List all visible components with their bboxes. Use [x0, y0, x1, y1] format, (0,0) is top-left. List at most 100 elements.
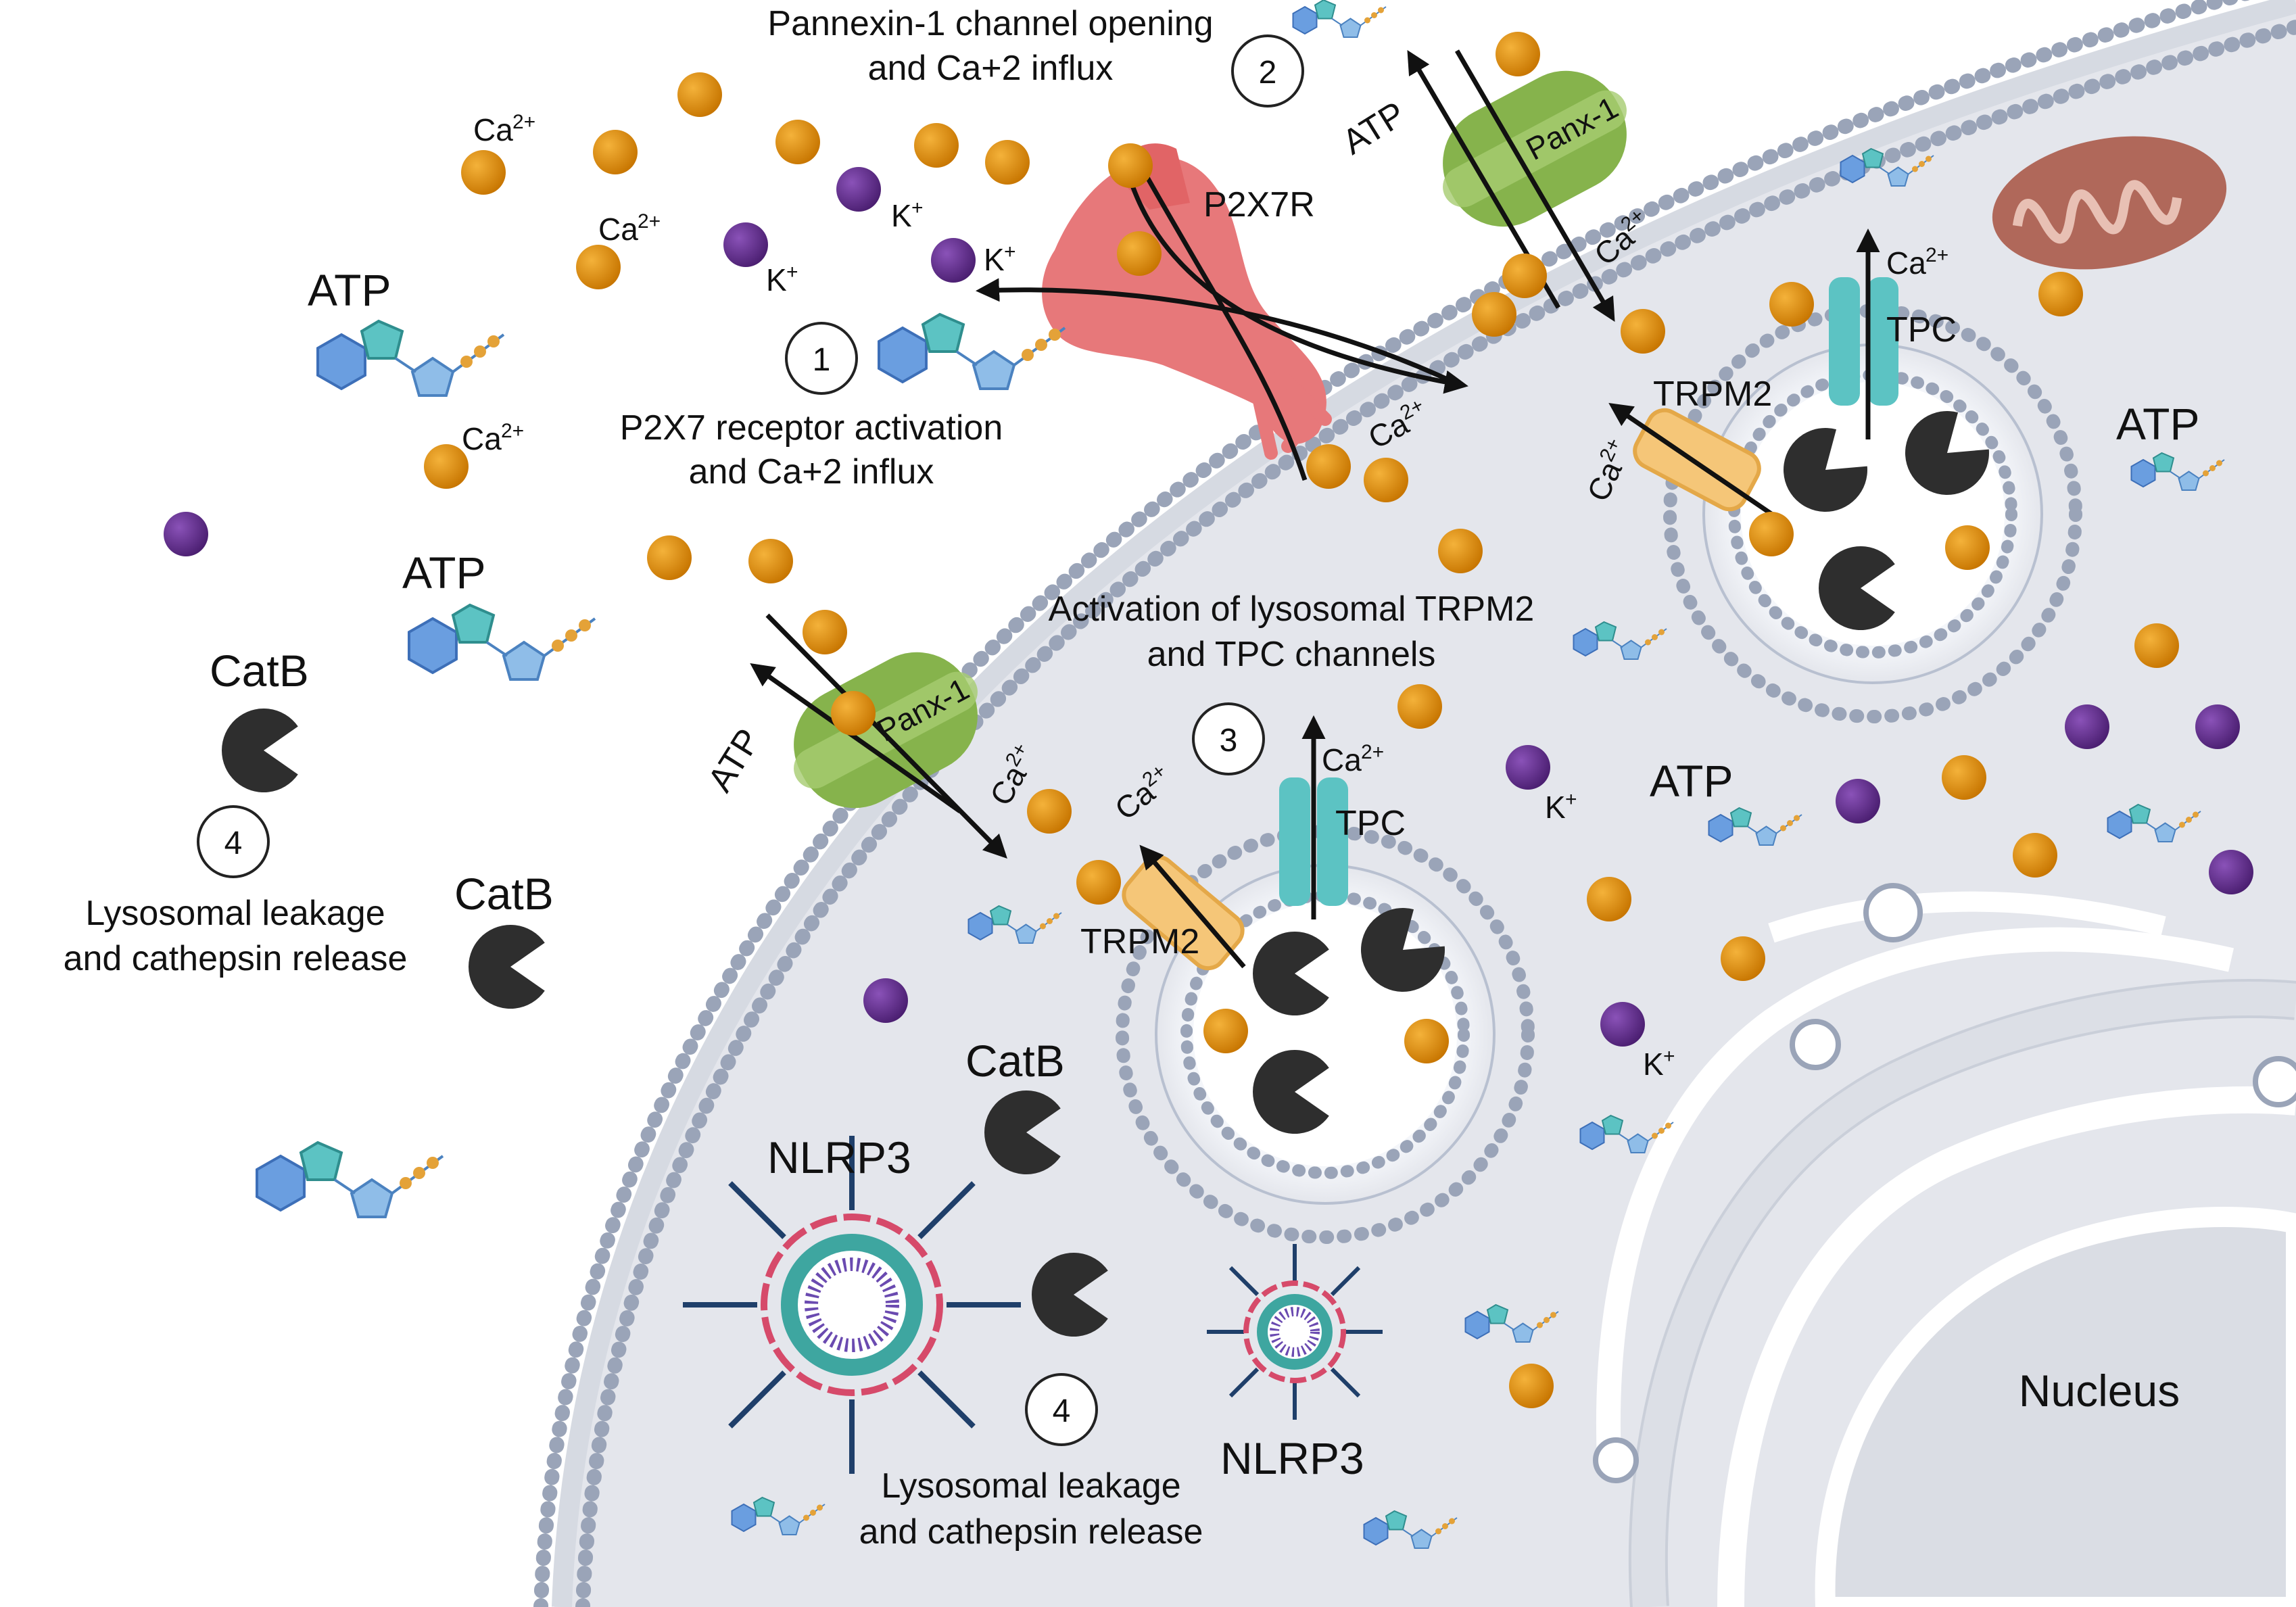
k-label: K+	[766, 261, 798, 297]
potassium-ion	[863, 978, 908, 1023]
atp-molecule-icon	[1292, 0, 1387, 38]
k-label: K+	[891, 197, 924, 233]
calcium-ion	[1721, 936, 1765, 981]
step-4-line1: Lysosomal leakage	[85, 894, 385, 933]
step-2-line2: and Ca+2 influx	[868, 49, 1114, 88]
svg-text:Ca: Ca	[598, 212, 638, 247]
calcium-ion	[2013, 833, 2057, 878]
calcium-ion	[1509, 1364, 1554, 1408]
p2x7r-ca-line	[1140, 168, 1308, 481]
svg-text:2+: 2+	[1361, 741, 1384, 763]
calcium-ion	[677, 72, 722, 117]
atp-molecule-icon	[967, 905, 1062, 944]
er-membrane-3	[1596, 927, 2234, 1461]
calcium-ion	[1496, 32, 1540, 76]
step-4-line2: and cathepsin release	[859, 1512, 1203, 1552]
nucleus-body	[1815, 1207, 2296, 1607]
er-membrane-2	[1717, 1086, 2296, 1607]
cathepsin-b-icon	[1905, 411, 1989, 495]
atp-layer	[256, 0, 2225, 1549]
step-3-line1: Activation of lysosomal TRPM2	[1049, 590, 1535, 629]
mitochondrion	[1992, 136, 2227, 270]
svg-text:2+: 2+	[1926, 244, 1948, 266]
atp-label: ATP	[2116, 399, 2199, 449]
potassium-ion	[164, 512, 208, 556]
step-4-number: 4	[224, 825, 243, 861]
calcium-ion	[1621, 309, 1665, 354]
step-2-number: 2	[1259, 55, 1277, 91]
step-2: Pannexin-1 channel opening and Ca+2 infl…	[767, 4, 1304, 107]
atp-label: ATP	[402, 548, 485, 598]
step-1: 1 P2X7 receptor activation and Ca+2 infl…	[620, 322, 1003, 491]
svg-text:+: +	[1004, 241, 1016, 263]
cathepsin-b-icon	[1253, 1049, 1329, 1134]
panx1-lower-atp-arrow	[750, 663, 962, 813]
cathepsin-b-icon	[468, 925, 545, 1009]
tpc-label: TPC	[1886, 310, 1957, 350]
atp-molecule-icon	[256, 1141, 444, 1218]
potassium-ion	[836, 167, 881, 212]
calcium-ion	[2134, 623, 2179, 668]
svg-text:Ca: Ca	[473, 112, 513, 147]
svg-text:2+: 2+	[512, 111, 535, 133]
atp-molecule-icon	[1840, 147, 1934, 187]
calcium-ion	[1769, 282, 1814, 327]
atp-molecule-icon	[731, 1496, 826, 1535]
calcium-ion	[1108, 143, 1153, 188]
calcium-ion	[1397, 684, 1442, 729]
calcium-ion	[1749, 512, 1794, 556]
atp-molecule-icon	[408, 603, 596, 681]
potassium-ion	[1506, 745, 1550, 790]
calcium-ion	[1502, 254, 1547, 298]
trpm2-label: TRPM2	[1080, 922, 1199, 961]
step-4-inside: 4 Lysosomal leakage and cathepsin releas…	[859, 1373, 1203, 1552]
cathepsin-b-icon	[1784, 428, 1868, 512]
calcium-ion	[748, 539, 793, 583]
calcium-ion	[831, 691, 876, 736]
potassium-ion	[2065, 704, 2109, 749]
calcium-ion	[576, 245, 621, 289]
tpc-channel	[1829, 277, 1898, 406]
step-3-line2: and TPC channels	[1147, 635, 1436, 674]
panx1-lower-ca-arrow	[765, 613, 1007, 859]
calcium-ion	[1945, 525, 1990, 570]
catb-label: CatB	[454, 869, 554, 919]
svg-text:K: K	[1545, 790, 1566, 825]
potassium-ion	[2195, 704, 2240, 749]
p2x7r-label: P2X7R	[1203, 185, 1315, 224]
cathepsin-layer	[221, 411, 1989, 1337]
nucleus-group: Nucleus	[1593, 883, 2296, 1607]
trpm2-lower-arrow	[1139, 844, 1246, 969]
cathepsin-b-icon	[984, 1090, 1061, 1174]
svg-text:+: +	[1565, 788, 1577, 811]
tpc-label: TPC	[1335, 804, 1406, 843]
calcium-ion	[985, 140, 1030, 185]
calcium-ion	[1942, 755, 1986, 800]
svg-text:Ca: Ca	[462, 421, 502, 456]
atp-label: ATP	[1336, 94, 1412, 162]
potassium-ion	[1600, 1002, 1645, 1047]
ions-layer	[164, 32, 2253, 1408]
p2x7r-receptor: P2X7R	[1042, 143, 1332, 460]
atp-molecule-icon	[2130, 452, 2225, 491]
step-1-number: 1	[813, 342, 831, 378]
svg-text:2+: 2+	[638, 210, 661, 233]
atp-molecule-icon	[878, 312, 1066, 390]
cathepsin-b-icon	[221, 709, 298, 792]
tpc-channel	[1279, 777, 1348, 906]
k-label: K+	[1545, 788, 1577, 825]
calcium-ion	[914, 123, 959, 168]
step-4-number: 4	[1053, 1393, 1071, 1429]
atp-molecule-icon	[1363, 1510, 1458, 1549]
calcium-ion	[461, 150, 506, 195]
calcium-ion	[1027, 789, 1072, 834]
svg-text:K: K	[984, 242, 1005, 277]
channels-lower: TRPM2 TPC	[1080, 777, 1406, 971]
atp-molecule-icon	[2107, 803, 2201, 842]
atp-molecule-icon	[1573, 621, 1667, 660]
step-3: Activation of lysosomal TRPM2 and TPC ch…	[1049, 590, 1535, 775]
